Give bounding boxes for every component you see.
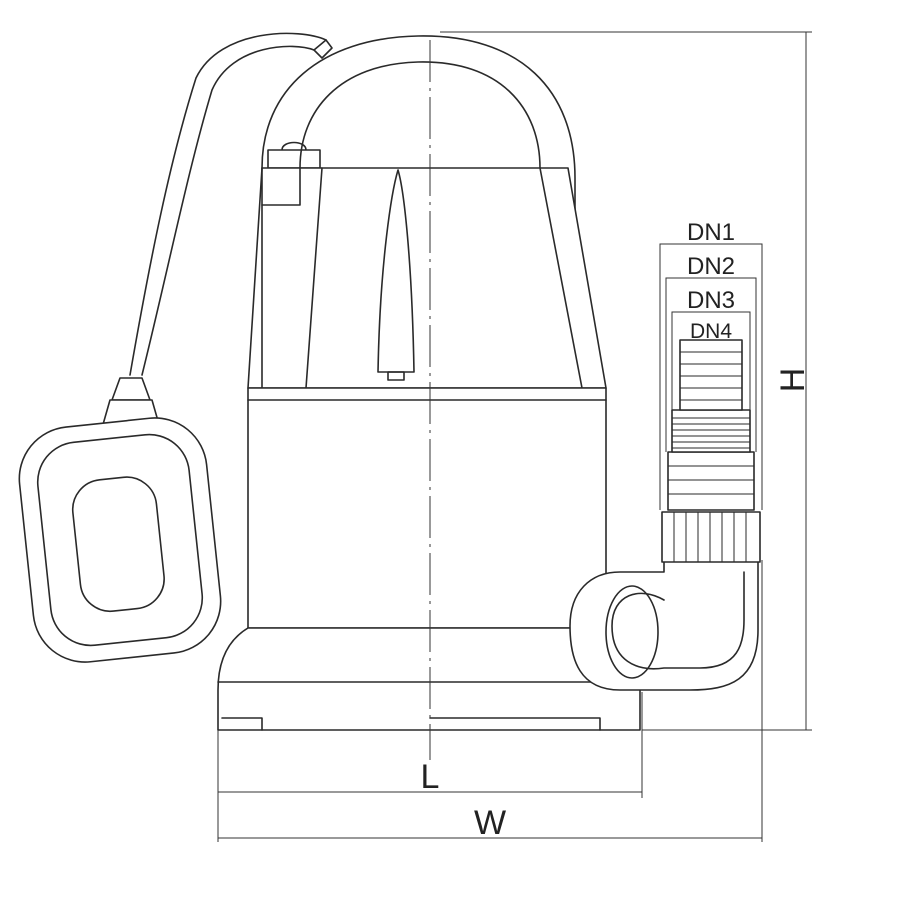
float-collar — [111, 377, 151, 401]
handle-outer — [261, 35, 576, 261]
adapter-step-1 — [667, 451, 755, 511]
dn1-bracket — [659, 243, 763, 510]
dn4-label: DN4 — [690, 320, 732, 343]
dn4-bracket — [679, 340, 743, 342]
float-cable-inner — [141, 45, 315, 376]
handle-clip — [267, 141, 321, 169]
height-label: H — [774, 368, 812, 393]
motor-body — [247, 387, 607, 629]
adapter-nut — [661, 511, 761, 563]
width-label: W — [474, 804, 506, 842]
float-outer — [18, 417, 222, 663]
float-window — [71, 476, 165, 613]
motor-cap-inner-left — [305, 167, 323, 389]
cap-rib-foot — [387, 371, 405, 381]
dn3-bracket — [671, 311, 751, 410]
dn2-bracket — [665, 277, 757, 452]
outlet-elbow-inner — [611, 571, 745, 670]
adapter-nut-ribs — [673, 512, 747, 562]
hose-adapter — [661, 339, 761, 563]
base-foot-left — [221, 717, 263, 731]
float-cable — [129, 32, 327, 376]
handle-inner — [299, 61, 541, 169]
float-switch — [18, 377, 222, 663]
dn2-label: DN2 — [687, 253, 735, 280]
adapter-step-1-barbs — [668, 465, 754, 495]
outlet-mouth — [605, 585, 659, 679]
dn3-label: DN3 — [687, 287, 735, 314]
cable-clip — [313, 39, 333, 59]
adapter-step-3-barbs — [680, 351, 742, 401]
base-foot-mid — [429, 717, 601, 731]
motor-cap — [247, 167, 607, 389]
motor-cap-left-panel — [261, 167, 301, 206]
adapter-step-2 — [671, 409, 751, 453]
float-rim — [36, 433, 204, 647]
outlet-elbow — [569, 559, 759, 691]
motor-cap-inner-right — [539, 167, 583, 389]
length-label: L — [421, 758, 440, 796]
adapter-step-2-ribs — [672, 417, 750, 449]
dn1-label: DN1 — [687, 219, 735, 246]
